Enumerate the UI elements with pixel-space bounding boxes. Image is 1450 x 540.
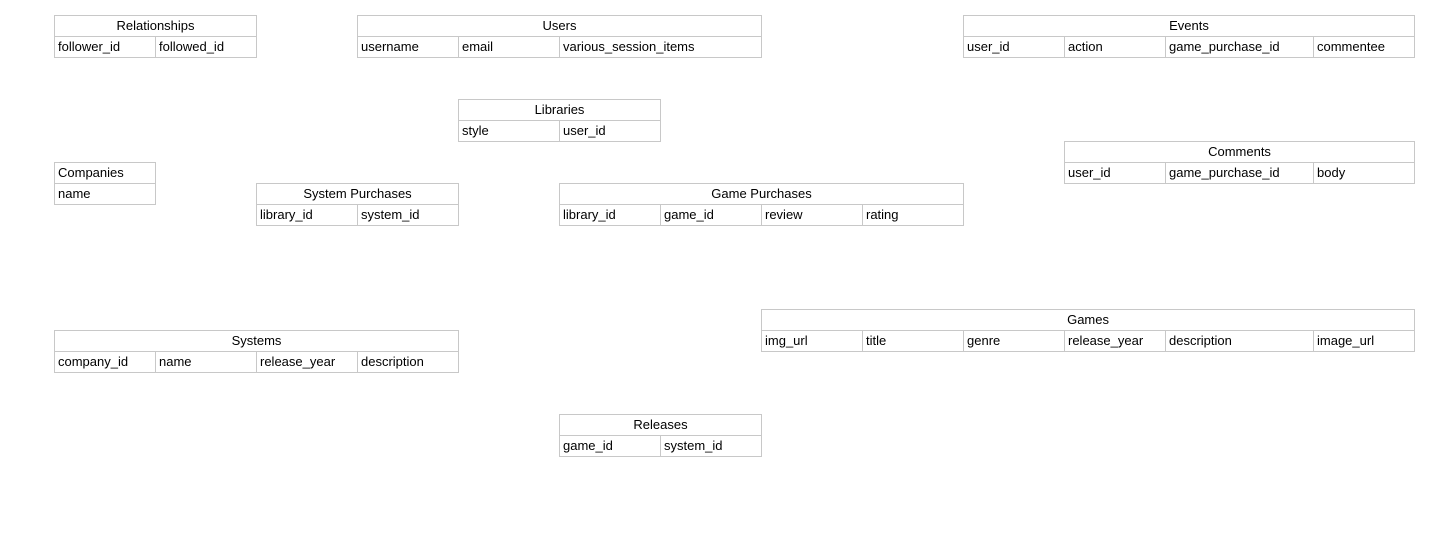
field-cell: user_id bbox=[963, 36, 1065, 58]
field-cell: follower_id bbox=[54, 36, 156, 58]
field-cell: email bbox=[458, 36, 560, 58]
field-cell: system_id bbox=[659, 435, 763, 457]
table-title: Releases bbox=[558, 414, 763, 436]
field-cell: review bbox=[761, 204, 863, 226]
field-cell: name bbox=[54, 183, 156, 205]
field-cell: genre bbox=[963, 330, 1065, 352]
field-cell: various_session_items bbox=[558, 36, 763, 58]
field-cell: style bbox=[458, 120, 560, 142]
field-cell: company_id bbox=[54, 351, 156, 373]
table-title: Events bbox=[963, 15, 1415, 37]
table-title: Systems bbox=[53, 330, 460, 352]
field-cell: img_url bbox=[761, 330, 863, 352]
table-title: System Purchases bbox=[256, 183, 459, 205]
field-cell: name bbox=[155, 351, 257, 373]
field-cell: user_id bbox=[558, 120, 662, 142]
table-title: Relationships bbox=[53, 15, 258, 37]
field-cell: system_id bbox=[357, 204, 459, 226]
field-cell: action bbox=[1064, 36, 1166, 58]
field-cell: game_purchase_id bbox=[1165, 36, 1314, 58]
field-cell: release_year bbox=[256, 351, 358, 373]
field-cell: release_year bbox=[1064, 330, 1166, 352]
field-cell: description bbox=[356, 351, 460, 373]
field-cell: game_id bbox=[559, 435, 661, 457]
field-cell: user_id bbox=[1064, 162, 1166, 184]
field-cell: library_id bbox=[256, 204, 358, 226]
table-title: Comments bbox=[1063, 141, 1416, 163]
field-cell: image_url bbox=[1312, 330, 1416, 352]
field-cell: commentee bbox=[1313, 36, 1415, 58]
table-title: Users bbox=[356, 15, 763, 37]
field-cell: body bbox=[1312, 162, 1416, 184]
table-title: Companies bbox=[54, 162, 156, 184]
field-cell: game_purchase_id bbox=[1165, 162, 1314, 184]
table-title: Libraries bbox=[457, 99, 662, 121]
field-cell: library_id bbox=[559, 204, 661, 226]
field-cell: rating bbox=[862, 204, 964, 226]
field-cell: description bbox=[1165, 330, 1314, 352]
field-cell: followed_id bbox=[154, 36, 258, 58]
table-title: Games bbox=[760, 309, 1416, 331]
table-title: Game Purchases bbox=[559, 183, 964, 205]
field-cell: title bbox=[862, 330, 964, 352]
field-cell: game_id bbox=[660, 204, 762, 226]
field-cell: username bbox=[357, 36, 459, 58]
